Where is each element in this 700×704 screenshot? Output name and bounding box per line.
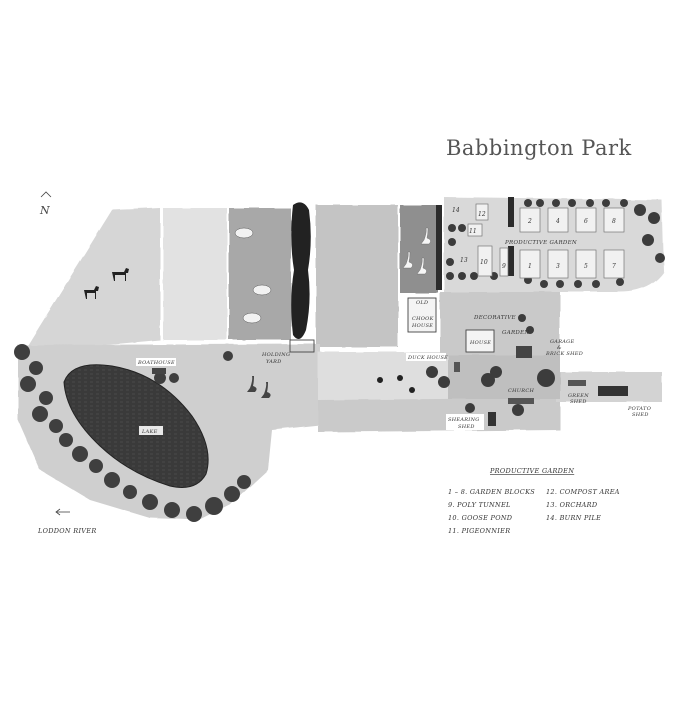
svg-text:&: & xyxy=(557,345,562,351)
svg-text:CHOOK: CHOOK xyxy=(412,316,434,322)
church-building xyxy=(508,398,534,404)
svg-text:11: 11 xyxy=(469,228,477,235)
svg-text:YARD: YARD xyxy=(266,359,282,365)
svg-text:3: 3 xyxy=(556,263,560,270)
legend-item: 12. COMPOST AREA xyxy=(546,488,620,496)
svg-text:BRICK SHED: BRICK SHED xyxy=(545,351,583,357)
lake: LAKE xyxy=(63,364,209,488)
duck-house-label: DUCK HOUSE xyxy=(407,355,448,361)
holding-yard xyxy=(289,339,315,353)
paddock-lower-strip xyxy=(318,398,560,432)
svg-text:10: 10 xyxy=(480,259,488,266)
church-label: CHURCH xyxy=(508,388,534,394)
svg-text:GARDEN: GARDEN xyxy=(502,330,530,336)
svg-text:4: 4 xyxy=(555,218,560,225)
svg-text:8: 8 xyxy=(612,218,616,225)
legend: PRODUCTIVE GARDEN 1 – 8. GARDEN BLOCKS 9… xyxy=(448,467,620,535)
old-chook-house xyxy=(407,297,437,333)
legend-item: 10. GOOSE POND xyxy=(448,514,513,522)
svg-text:9: 9 xyxy=(502,263,506,270)
compass-north-icon: N xyxy=(39,191,52,217)
garden-blocks xyxy=(467,203,625,279)
north-label: N xyxy=(39,204,50,217)
svg-text:5: 5 xyxy=(584,263,588,270)
garden-hedge-3 xyxy=(508,246,514,276)
decorative-garden-label: DECORATIVE xyxy=(473,315,516,321)
house xyxy=(465,329,495,353)
legend-item: 9. POLY TUNNEL xyxy=(448,501,511,509)
garden-hedge-2 xyxy=(508,197,514,227)
hedge-row xyxy=(291,202,311,339)
shearing-shed-building xyxy=(488,412,496,426)
tree-icon xyxy=(14,344,251,522)
svg-text:7: 7 xyxy=(612,263,616,270)
shearing-shed-label: SHEARING xyxy=(448,417,480,423)
svg-text:13: 13 xyxy=(460,257,468,264)
paddock-strip xyxy=(163,208,227,340)
chicken-icon xyxy=(377,375,415,393)
goat-icon xyxy=(84,268,129,299)
garage-label: GARAGE xyxy=(550,339,574,345)
legend-title: PRODUCTIVE GARDEN xyxy=(489,467,574,475)
orchard-trees xyxy=(426,199,665,416)
cow-icon xyxy=(234,227,272,324)
svg-text:HOUSE: HOUSE xyxy=(411,323,433,329)
paddock-west xyxy=(28,208,160,352)
holding-yard-label: HOLDING xyxy=(261,352,290,358)
paddock-central xyxy=(316,205,398,347)
legend-item: 13. ORCHARD xyxy=(546,501,598,509)
arrow-left-icon xyxy=(55,508,70,516)
paddock-chook xyxy=(400,205,438,293)
plot-numbers: 2 4 6 8 1 3 5 7 9 10 11 12 13 14 xyxy=(452,207,616,270)
old-chook-house-label: OLD xyxy=(416,300,428,306)
productive-garden-label: PRODUCTIVE GARDEN xyxy=(504,240,577,246)
legend-item: 14. BURN PILE xyxy=(546,514,601,522)
map-title: Babbington Park xyxy=(446,136,632,160)
svg-text:2: 2 xyxy=(527,218,532,225)
place-labels: BOATHOUSE HOLDING YARD OLD CHOOK HOUSE D… xyxy=(136,300,658,430)
house-area xyxy=(440,292,560,356)
svg-text:6: 6 xyxy=(584,218,588,225)
legend-item: 11. PIGEONNIER xyxy=(448,527,510,535)
lake-label: LAKE xyxy=(141,429,158,435)
duck-house-building xyxy=(454,362,460,372)
goose-icon xyxy=(247,376,271,398)
green-shed-building xyxy=(568,380,586,386)
boathouse-label: BOATHOUSE xyxy=(137,360,175,366)
svg-text:SHED: SHED xyxy=(458,424,475,430)
potato-shed-building xyxy=(598,386,628,396)
legend-item: 1 – 8. GARDEN BLOCKS xyxy=(448,488,535,496)
green-shed-label: GREEN xyxy=(568,393,589,399)
svg-text:SHED: SHED xyxy=(632,412,649,418)
loddon-river-label: LODDON RIVER xyxy=(37,527,97,535)
potato-shed-label: POTATO xyxy=(627,406,651,412)
svg-text:SHED: SHED xyxy=(570,399,587,405)
garden-hedge xyxy=(436,205,442,290)
goose-white-icon xyxy=(402,227,431,275)
garage-building xyxy=(516,346,532,358)
boathouse-building xyxy=(152,368,166,374)
buildings xyxy=(289,297,495,353)
svg-text:1: 1 xyxy=(528,263,532,270)
svg-text:14: 14 xyxy=(452,207,460,214)
svg-text:12: 12 xyxy=(478,211,486,218)
house-label: HOUSE xyxy=(469,340,491,346)
